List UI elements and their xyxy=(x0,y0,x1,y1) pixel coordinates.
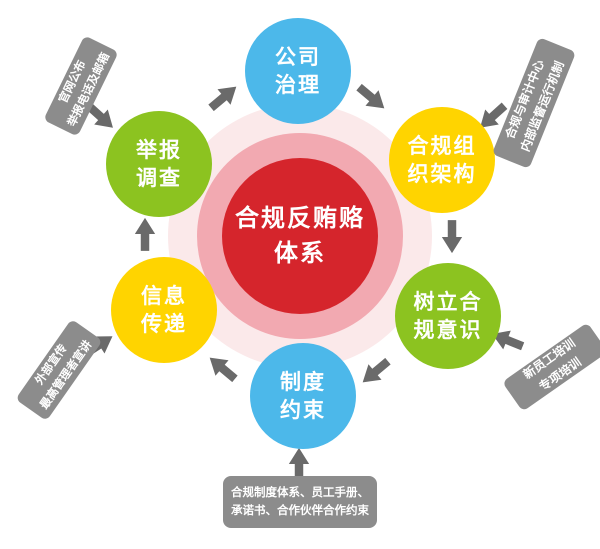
circle-label: 调查 xyxy=(136,166,182,190)
circle-label: 举报 xyxy=(136,137,182,162)
circle-system-constraint: 制度 约束 xyxy=(250,343,356,449)
banner-system-documents: 合规制度体系、员工手册、 承诺书、合作伙伴合作约束 xyxy=(223,476,377,528)
circle-information-transfer: 信息 传递 xyxy=(111,257,217,363)
circle-label: 树立合 xyxy=(413,289,483,314)
arrow-governance-to-organization xyxy=(352,79,392,118)
arrow-awareness-to-constraint xyxy=(355,353,395,392)
banner-publicity: 外部宣传 最高管理者宣讲 xyxy=(15,318,103,422)
center-title-line2: 体系 xyxy=(274,239,326,267)
arrow-right-banner-to-awareness xyxy=(487,323,527,356)
arrow-topright-banner-to-organization xyxy=(472,97,512,136)
circle-label: 规意识 xyxy=(413,318,483,342)
circle-label: 公司 xyxy=(275,44,321,69)
arrow-topleft-banner-to-report xyxy=(81,97,121,136)
arrow-constraint-to-information xyxy=(202,349,242,388)
circle-compliance-organization: 合规组 织架构 xyxy=(389,107,495,213)
arrow-information-to-report xyxy=(134,217,156,251)
circle-label: 制度 xyxy=(280,369,326,394)
circle-label: 信息 xyxy=(141,283,187,308)
circle-label: 传递 xyxy=(141,312,187,336)
circle-corporate-governance: 公司 治理 xyxy=(245,18,351,124)
circle-compliance-awareness: 树立合 规意识 xyxy=(395,263,501,369)
arrow-organization-to-awareness xyxy=(441,220,463,254)
center-title-line1: 合规反贿赂 xyxy=(235,204,365,233)
banner-line: 合规制度体系、员工手册、 xyxy=(231,485,369,500)
center-circle: 合规反贿赂 体系 xyxy=(222,158,378,314)
circle-label: 合规组 xyxy=(407,133,477,158)
circle-label: 治理 xyxy=(275,73,321,97)
arrow-bottom-banner-to-constraint xyxy=(288,447,310,481)
circle-label: 约束 xyxy=(280,398,326,422)
circle-report-investigation: 举报 调查 xyxy=(106,111,212,217)
banner-compliance-audit-center: 合规与审计中心 内部监督运行机制 xyxy=(491,37,577,169)
banner-line: 承诺书、合作伙伴合作约束 xyxy=(231,503,369,517)
arrow-report-to-governance xyxy=(204,78,244,117)
circle-label: 织架构 xyxy=(407,162,477,186)
